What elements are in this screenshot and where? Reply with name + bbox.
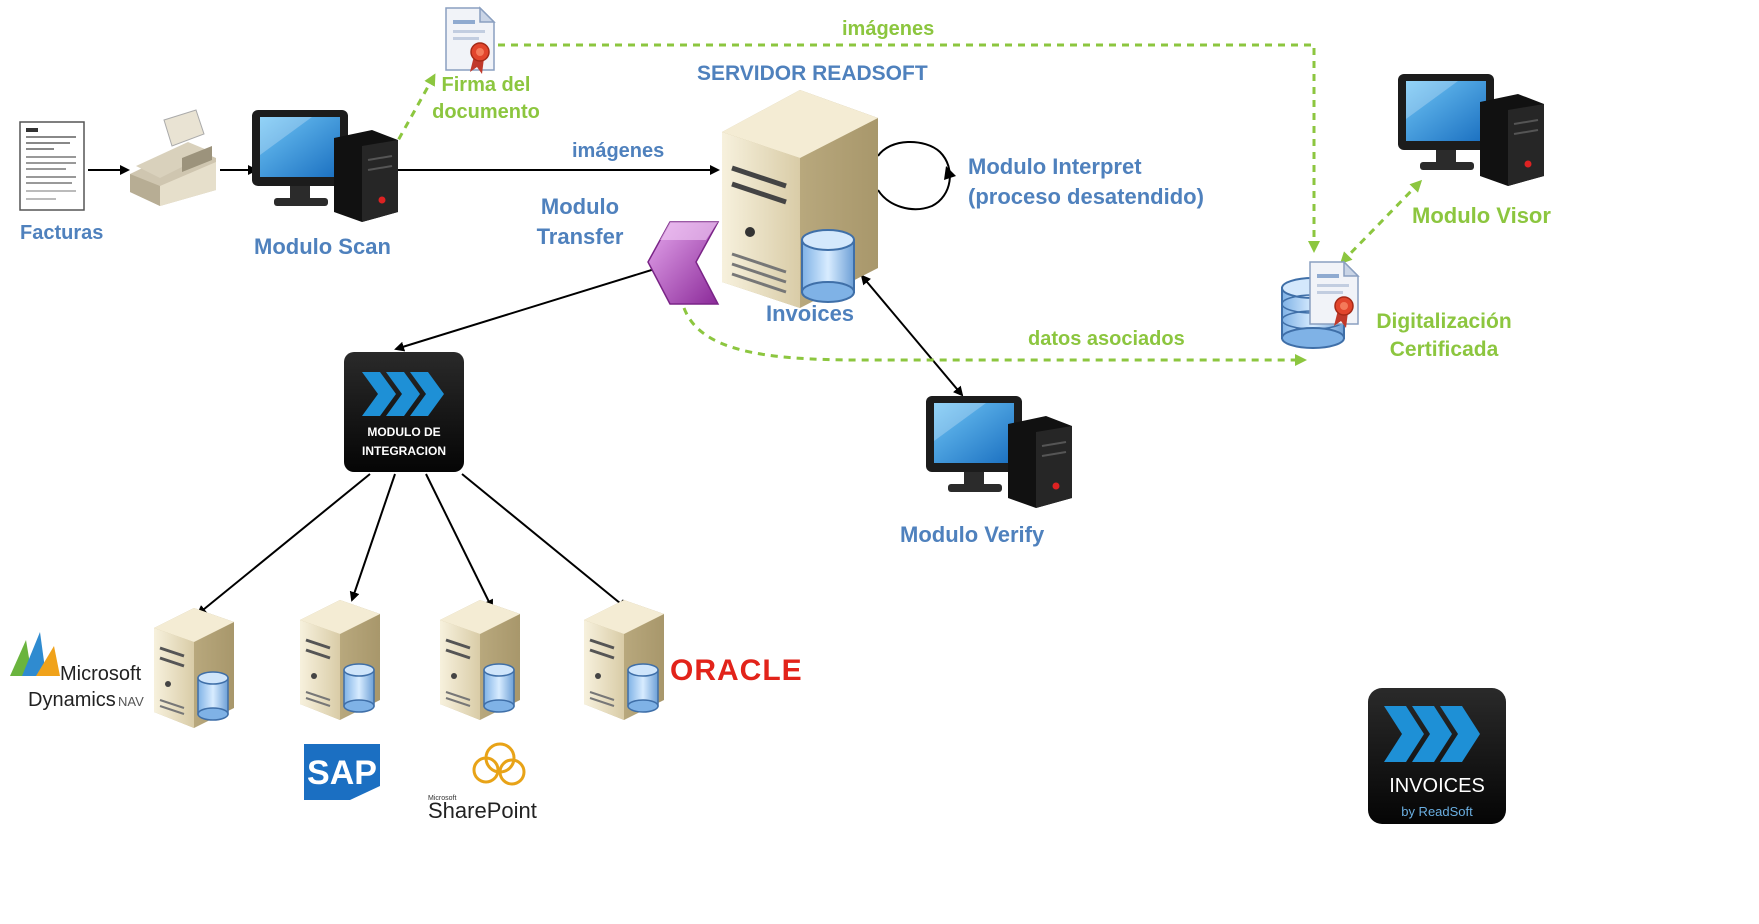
sharepoint-small: Microsoft <box>428 795 456 802</box>
integracion-line2: INTEGRACION <box>362 444 446 458</box>
label-interpret-line2: (proceso desatendido) <box>968 183 1204 209</box>
certificate-icon <box>445 7 495 75</box>
label-interpret-line1: Modulo Interpret <box>968 154 1142 179</box>
label-digitalizacion: Digitalización Certificada <box>1366 308 1522 365</box>
label-firma-line1: Firma del <box>441 74 531 96</box>
connectors <box>88 43 1423 616</box>
chevron-icon <box>1384 706 1480 762</box>
integracion-tile: MODULO DE INTEGRACION <box>344 352 464 472</box>
database-icon <box>801 229 855 303</box>
computer-icon <box>925 395 1073 509</box>
label-modulo-verify: Modulo Verify <box>900 522 1045 547</box>
chevron-icon <box>362 372 444 416</box>
label-digital-line2: Certificada <box>1389 338 1499 362</box>
label-transfer: Modulo Transfer <box>524 192 636 251</box>
label-invoices: Invoices <box>766 301 855 326</box>
label-interpret: Modulo Interpret (proceso desatendido) <box>968 152 1204 211</box>
arrow-integracion-sap <box>349 473 396 602</box>
label-servidor: SERVIDOR READSOFT <box>697 62 928 85</box>
invoices-readsoft-logo: INVOICES by ReadSoft <box>1368 688 1506 824</box>
label-modulo-scan: Modulo Scan <box>254 234 391 259</box>
interpret-loop <box>877 140 951 211</box>
label-transfer-line1: Modulo <box>540 194 620 219</box>
invoices-title: INVOICES <box>1389 775 1485 797</box>
sap-text: SAP <box>307 754 377 792</box>
label-digital-line1: Digitalización <box>1376 310 1512 333</box>
certificate-icon <box>1309 261 1359 329</box>
server-icon <box>152 606 236 730</box>
microsoft-text: Microsoft <box>60 663 142 685</box>
dashed-imagenes-top <box>498 43 1320 253</box>
arrow-transfer-integracion <box>394 267 659 352</box>
label-firma-line2: documento <box>432 101 540 123</box>
microsoft-dynamics-logo: Microsoft Dynamics NAV <box>10 632 144 711</box>
arrow-integracion-sharepoint <box>425 473 493 610</box>
chevron-icon <box>647 221 720 305</box>
computer-icon <box>251 109 399 223</box>
dynamics-text: Dynamics <box>28 689 116 711</box>
nav-text: NAV <box>118 694 144 709</box>
integracion-line1: MODULO DE <box>367 425 440 439</box>
server-icon <box>298 598 382 722</box>
server-icon <box>438 598 522 722</box>
label-imagenes-mid: imágenes <box>572 140 665 162</box>
arrow-integracion-oracle <box>461 473 628 610</box>
computer-icon <box>1397 73 1545 187</box>
dashed-digital-visor <box>1339 179 1423 265</box>
label-transfer-line2: Transfer <box>536 223 624 249</box>
interpret-loop-head <box>944 166 956 180</box>
sap-logo: SAP <box>304 744 380 800</box>
scanner-icon <box>130 109 216 206</box>
oracle-logo: ORACLE <box>670 654 803 687</box>
label-imagenes-top: imágenes <box>842 18 935 40</box>
arrow-integracion-dynamics <box>196 473 371 616</box>
server-icon <box>582 598 666 722</box>
sharepoint-text: SharePoint <box>428 798 537 823</box>
document-icon <box>19 121 85 211</box>
sharepoint-logo: Microsoft SharePoint <box>428 742 537 823</box>
label-datos-asociados: datos asociados <box>1028 328 1185 350</box>
invoices-by: by ReadSoft <box>1401 804 1473 819</box>
dashed-datos-asociados <box>682 307 1307 366</box>
label-facturas: Facturas <box>20 222 104 244</box>
arrow-invoices-verify <box>860 274 964 397</box>
label-firma: Firma del documento <box>428 72 544 126</box>
label-modulo-visor: Modulo Visor <box>1412 203 1551 228</box>
